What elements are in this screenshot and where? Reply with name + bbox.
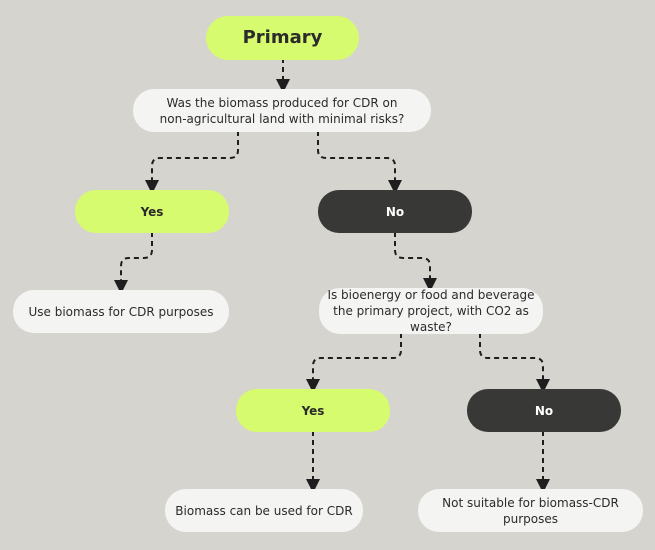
connector-yes1-use (114, 232, 153, 294)
node-primary: Primary (206, 16, 359, 60)
connector-no1-q2 (394, 232, 437, 292)
connector-q2-yes2 (306, 333, 402, 393)
node-question-2: Is bioenergy or food and beverage the pr… (319, 288, 543, 334)
connector-q1-no1 (317, 131, 402, 194)
node-not-suitable: Not suitable for biomass-CDR purposes (418, 489, 643, 532)
node-question-1: Was the biomass produced for CDR on non-… (133, 89, 431, 132)
node-yes-2: Yes (236, 389, 390, 432)
connector-q2-no2 (479, 333, 550, 393)
connector-q1-yes1 (145, 131, 239, 194)
node-no-2: No (467, 389, 621, 432)
node-use-biomass-cdr: Use biomass for CDR purposes (13, 290, 229, 333)
node-biomass-can-be-used: Biomass can be used for CDR (165, 489, 363, 532)
node-yes-1: Yes (75, 190, 229, 233)
node-no-1: No (318, 190, 472, 233)
